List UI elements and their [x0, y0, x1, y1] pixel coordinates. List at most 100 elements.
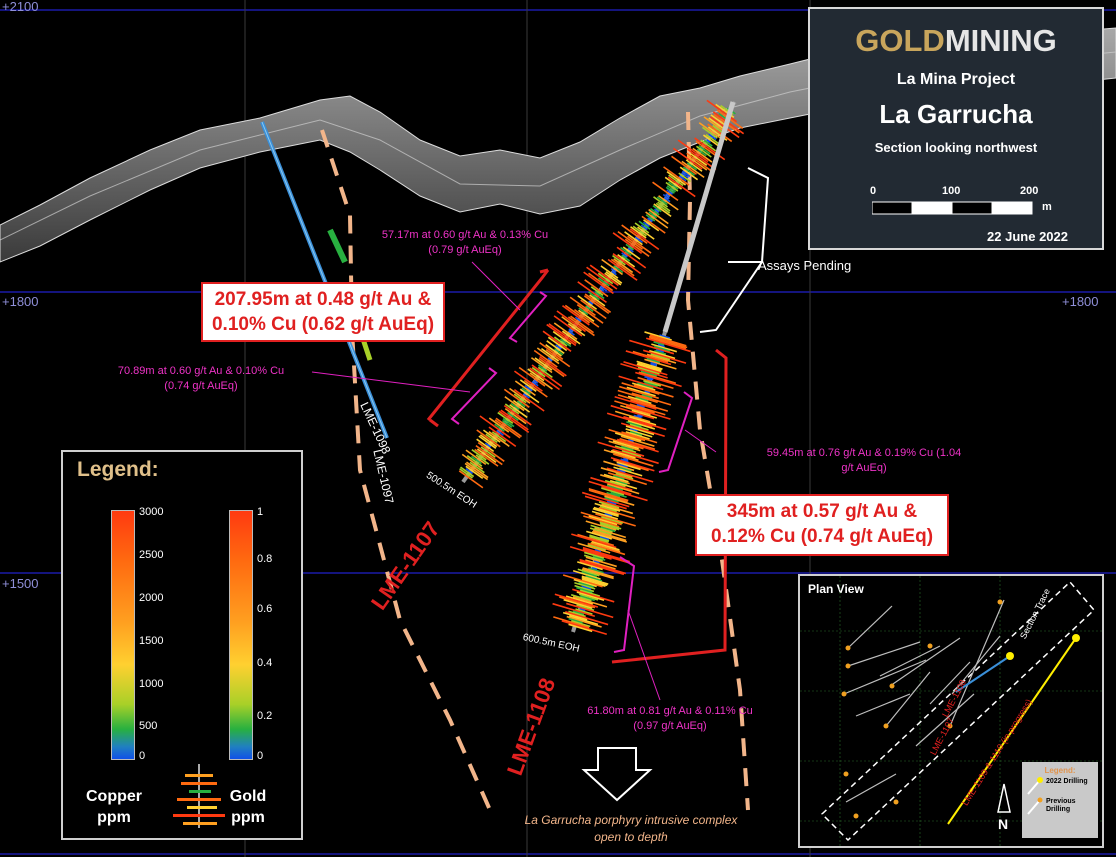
assay-bar	[627, 420, 656, 430]
assay-bar	[631, 392, 672, 406]
assay-bar	[641, 215, 666, 234]
assay-bar	[553, 322, 578, 340]
assay-bar	[624, 238, 650, 257]
assay-bar	[648, 336, 687, 350]
assay-bar	[589, 535, 609, 544]
assay-bar	[657, 201, 671, 212]
assay-bar	[599, 287, 605, 292]
assay-bar	[648, 335, 688, 349]
assay-bar	[598, 277, 610, 287]
assay-bar	[625, 350, 672, 366]
assay-bar	[519, 388, 540, 404]
assay-bar	[632, 225, 647, 237]
assay-bar	[561, 330, 581, 345]
assay-bar	[572, 595, 608, 608]
assay-bar	[568, 615, 599, 626]
assay-bar	[623, 415, 667, 431]
assay-bar	[615, 480, 628, 486]
assay-bar	[562, 574, 603, 588]
assay-bar	[650, 353, 671, 361]
assay-bar	[616, 468, 626, 473]
assay-bar	[588, 291, 600, 301]
assay-bar	[478, 435, 497, 449]
assay-bar	[559, 596, 596, 609]
assay-bar	[578, 307, 589, 316]
assay-bar	[573, 308, 600, 328]
assay-bar	[614, 445, 637, 454]
assay-bar	[600, 526, 616, 533]
assay-bar	[497, 411, 514, 424]
assay-bar	[579, 558, 627, 575]
assay-bar	[666, 185, 677, 193]
assay-bar	[626, 421, 642, 428]
assay-bar	[585, 520, 617, 531]
assay-bar	[656, 196, 668, 206]
assay-bar	[618, 375, 664, 391]
assay-bar	[613, 466, 643, 477]
assay-bar	[690, 152, 708, 166]
assay-bar	[686, 162, 698, 171]
assay-bar	[629, 423, 649, 431]
assay-bar	[597, 272, 614, 285]
elevation-label-low: +1500	[2, 576, 39, 591]
assay-bar	[681, 170, 691, 178]
assay-bar	[624, 231, 643, 246]
assay-bar	[640, 224, 648, 231]
assay-bar	[620, 422, 665, 437]
assay-bar	[577, 542, 611, 554]
assay-bar	[621, 382, 660, 395]
assay-bar	[649, 349, 676, 360]
assay-bar	[529, 367, 560, 391]
assay-bar	[585, 305, 594, 313]
assay-bar	[641, 393, 653, 399]
assay-bar	[623, 361, 668, 376]
assay-bar	[599, 523, 620, 531]
assay-bar	[637, 382, 654, 389]
assay-bar	[608, 440, 641, 452]
assay-bar	[636, 404, 645, 408]
project-name: La Mina Project	[896, 71, 1016, 88]
assay-bar	[573, 578, 597, 588]
assay-bar	[597, 441, 645, 457]
assay-bar	[620, 246, 632, 256]
assay-bar	[530, 357, 553, 374]
intercept-box-lme-1107: 207.95m at 0.48 g/t Au & 0.10% Cu (0.62 …	[201, 282, 445, 342]
assay-bar	[571, 620, 591, 628]
assay-bar	[636, 360, 663, 370]
assay-bar	[608, 472, 647, 486]
assay-bar	[588, 300, 594, 305]
assay-bar	[568, 610, 586, 618]
assay-bar	[619, 466, 632, 472]
assay-bar	[568, 330, 575, 336]
assay-bar	[553, 616, 590, 629]
assay-bar	[605, 271, 623, 284]
assay-bar	[566, 602, 614, 619]
assay-bar	[638, 371, 677, 384]
assay-bar	[705, 133, 720, 145]
assay-bar	[659, 334, 671, 339]
assay-bar	[465, 468, 474, 475]
assay-bar	[629, 430, 643, 437]
assay-bar	[612, 254, 626, 266]
assay-bar	[628, 439, 634, 443]
copper-tick: 1500	[139, 635, 164, 647]
assay-bar	[648, 211, 658, 219]
assay-bar	[663, 166, 690, 186]
assay-bar	[504, 403, 520, 415]
assay-bar	[621, 224, 648, 245]
assay-bar	[488, 431, 510, 448]
assay-bar	[649, 207, 660, 216]
assay-bar	[625, 431, 650, 440]
assay-bar	[617, 230, 643, 250]
assay-bar	[672, 147, 703, 170]
assay-bar	[466, 455, 483, 467]
assay-bar	[635, 371, 682, 388]
assay-bar	[644, 381, 658, 388]
assay-bar	[633, 414, 642, 419]
assay-bar	[642, 349, 687, 364]
plan-view-title: Plan View	[808, 582, 864, 596]
assay-bar	[585, 556, 617, 568]
assay-bar	[614, 432, 642, 442]
assay-bar	[577, 561, 603, 571]
assay-bar	[678, 175, 687, 182]
